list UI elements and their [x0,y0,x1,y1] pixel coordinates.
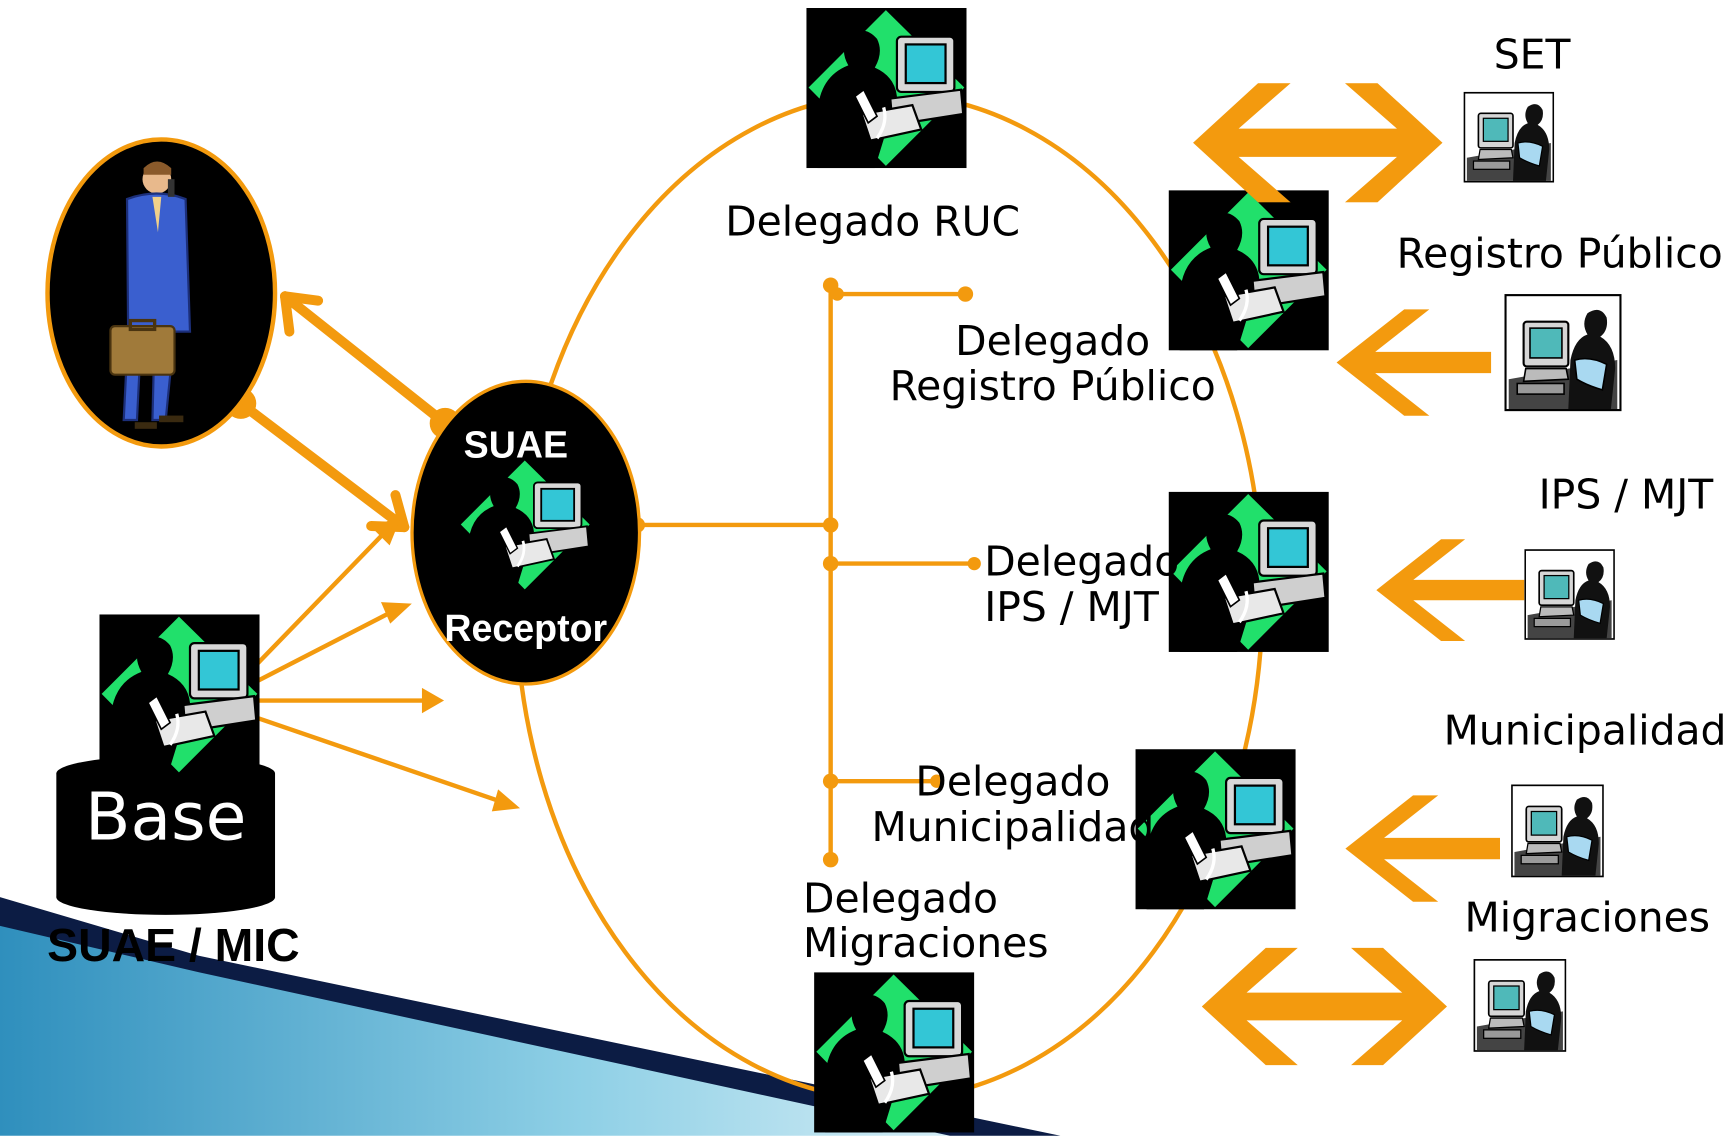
delegate-municipalidad-label: Delegado [915,758,1110,806]
database-icon [56,755,276,915]
desk-user-icon[interactable] [1504,294,1622,412]
database-fan-arrows [243,515,521,812]
database-node[interactable]: Base SUAE / MIC [47,614,300,971]
delegate-ruc-label: Delegado RUC [725,198,1020,246]
workstation-icon[interactable] [1168,190,1329,351]
institution-set-label: SET [1494,31,1572,79]
exchange-arrow-registro [1336,309,1492,416]
exchange-arrow-ips [1376,539,1525,641]
delegate-bus [629,277,981,868]
workstation-icon[interactable] [1168,491,1329,652]
institution-registro-label: Registro Público [1397,230,1723,278]
workstation-icon [99,614,260,775]
receptor-label: Receptor [444,607,607,649]
workstation-icon [457,458,594,592]
database-caption: SUAE / MIC [47,919,300,971]
delegate-migraciones-label: Migraciones [803,919,1049,967]
desk-user-icon[interactable] [1463,91,1555,183]
delegate-registro-label: Delegado [955,317,1150,365]
workstation-icon[interactable] [814,972,975,1133]
delegate-registro-label: Registro Público [890,362,1216,410]
institution-migraciones-label: Migraciones [1465,893,1711,941]
delegate-ips-label: Delegado [984,538,1179,586]
user-connector [235,291,451,533]
desk-user-icon[interactable] [1511,784,1604,878]
database-label: Base [85,778,246,856]
exchange-arrow-migraciones [1201,947,1448,1066]
businessman-icon [109,161,192,429]
delegate-ips-label: IPS / MJT [984,583,1160,631]
desk-user-icon[interactable] [1473,958,1567,1053]
workstation-icon[interactable] [1135,749,1296,910]
exchange-arrow-municipalidad [1345,795,1501,902]
workstation-icon[interactable] [806,7,967,169]
exchange-arrow-set [1193,83,1443,203]
slide-decoration [0,897,1061,1136]
institution-municipalidad-label: Municipalidad [1444,707,1727,755]
institution-ips-label: IPS / MJT [1539,470,1715,518]
delegate-migraciones-label: Delegado [803,875,998,923]
suae-label: SUAE [464,424,568,466]
suae-receptor-node[interactable]: SUAE Receptor [410,379,642,686]
delegate-municipalidad-label: Municipalidad [872,803,1155,851]
desk-user-icon[interactable] [1524,548,1615,641]
businessman-node[interactable] [45,137,278,449]
